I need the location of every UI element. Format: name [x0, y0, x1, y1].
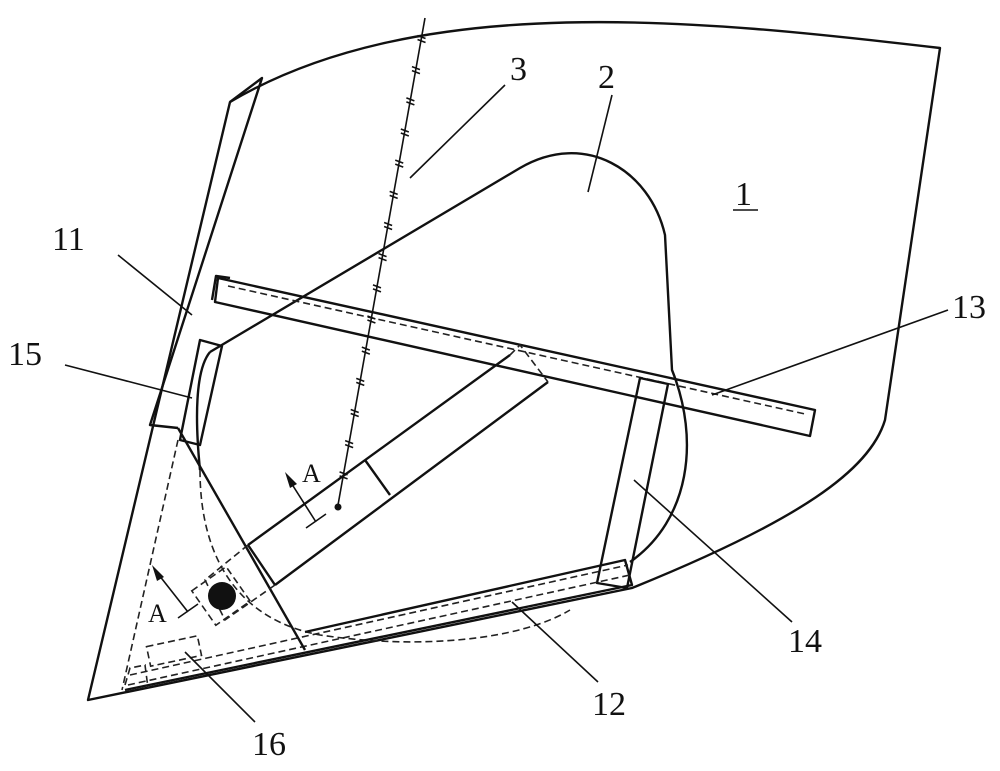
bottom-bar-dashed-2 [128, 575, 630, 685]
label-section-upper: A [302, 459, 321, 488]
top-bar [215, 278, 815, 436]
bottom-bar [125, 560, 632, 690]
label-bottom-bar: 12 [592, 686, 626, 723]
label-block: 15 [8, 336, 42, 373]
label-opening: 2 [598, 59, 615, 96]
vertical-bar [597, 378, 668, 588]
label-top-bar: 13 [952, 289, 986, 326]
section-arrow-upper-head [285, 472, 297, 488]
side-strip [150, 78, 262, 428]
chain [338, 18, 425, 505]
bottom-left-dashed [122, 440, 178, 690]
label-section-lower: A [148, 599, 167, 628]
top-bar-inner [228, 286, 805, 414]
dashed-block [146, 636, 201, 666]
pivot-bolt [208, 582, 236, 610]
chain-end [335, 504, 342, 511]
label-body: 1 [735, 176, 752, 213]
label-vertical-bar: 14 [788, 623, 822, 660]
label-chain: 3 [510, 51, 527, 88]
block [180, 340, 222, 445]
label-dashed-block: 16 [252, 726, 286, 763]
arm-upper [248, 355, 510, 545]
arm-dashed [205, 345, 548, 620]
label-side-strip: 11 [52, 221, 85, 258]
plate-edge [178, 428, 305, 650]
